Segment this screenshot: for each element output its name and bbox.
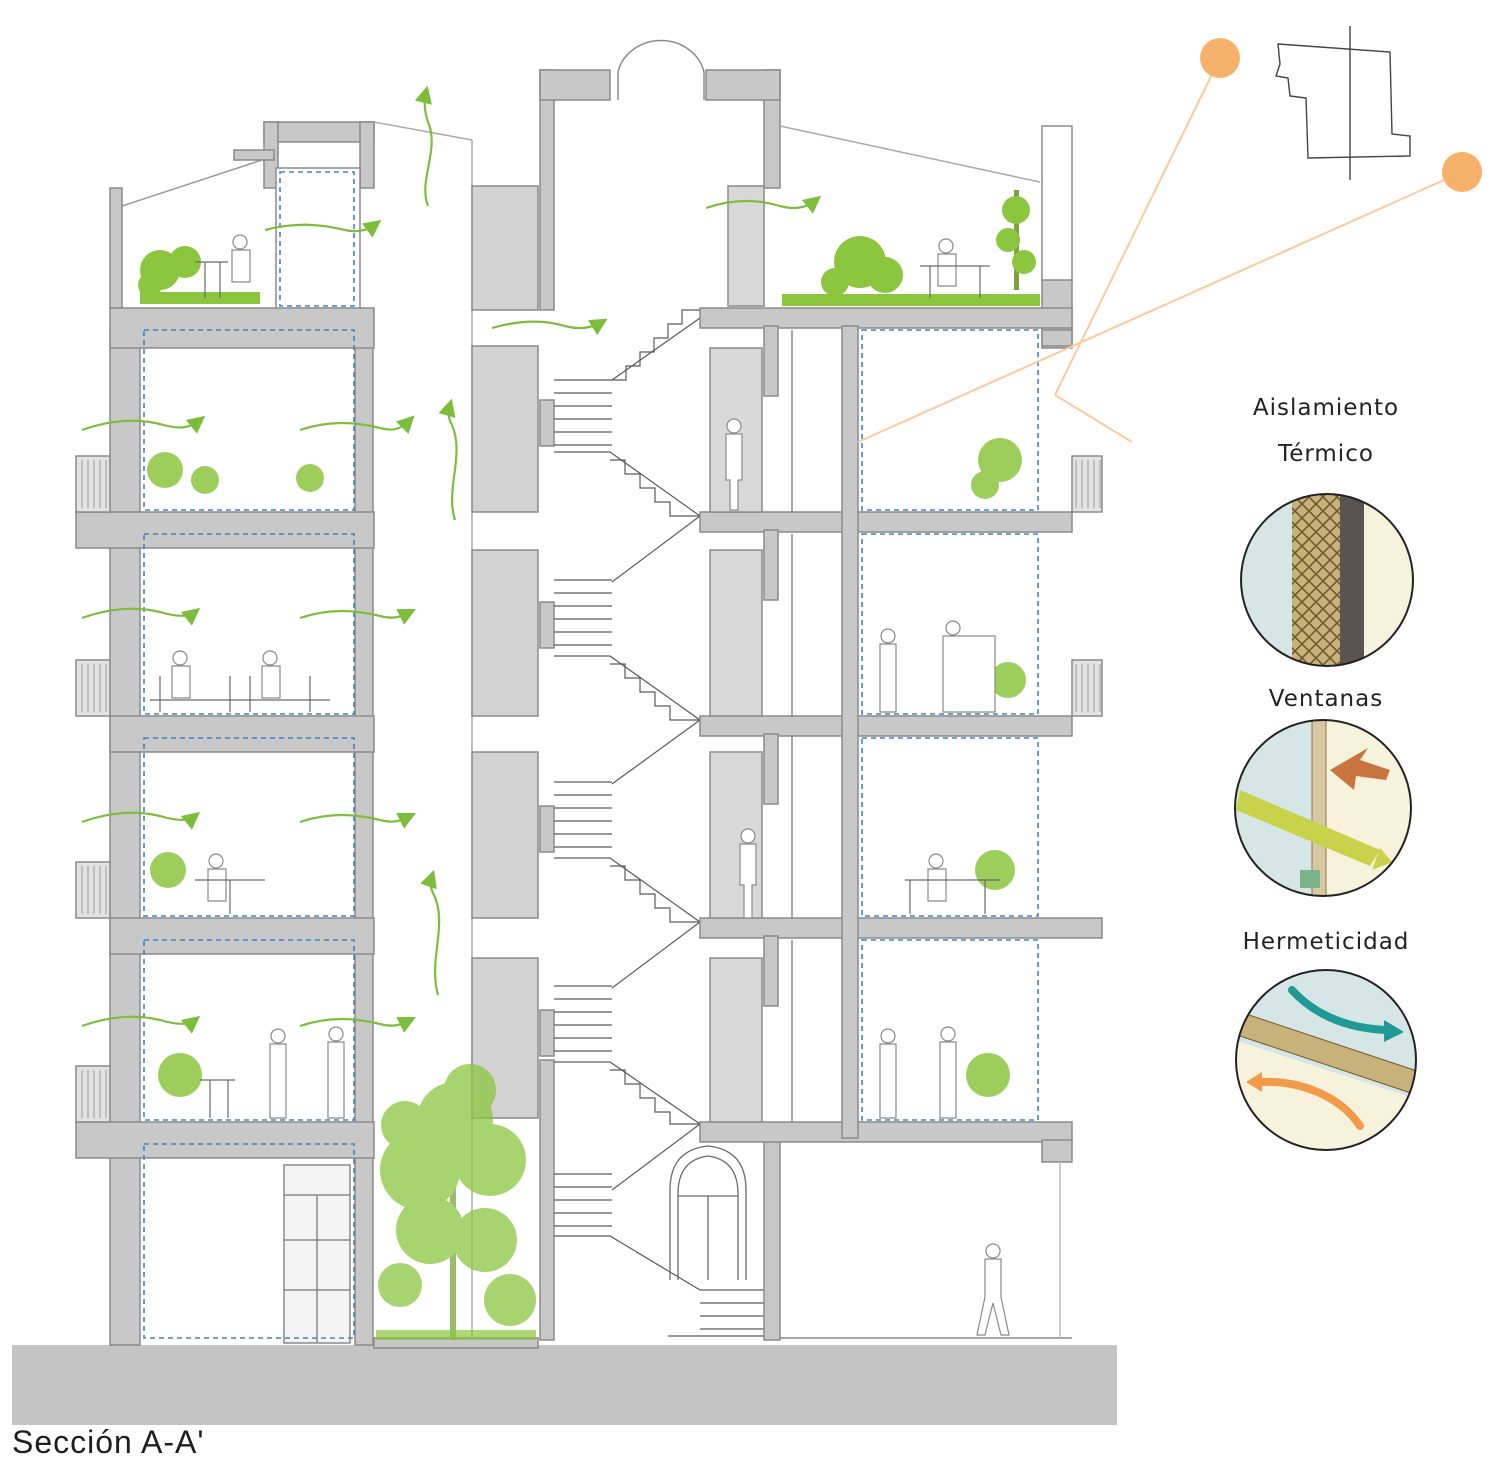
airtightness-detail-icon: [1235, 969, 1417, 1151]
insulation-lines-left: [143, 171, 355, 1339]
sun-icon: [857, 38, 1482, 443]
insulation-detail-icon: [1240, 493, 1414, 667]
legend-line: Térmico: [1278, 441, 1374, 467]
legend-line: Hermeticidad: [1242, 929, 1410, 955]
arched-door: [669, 1145, 747, 1280]
legend-label-windows: Ventanas: [1196, 676, 1456, 722]
airflow-arrows: [81, 85, 822, 1034]
right-block: [699, 125, 1103, 1341]
legend-line: Aislamiento: [1252, 395, 1400, 421]
legend-line: Ventanas: [1268, 686, 1384, 712]
legend-label-insulation: Aislamiento Térmico: [1196, 385, 1456, 477]
site-plan-icon: [1275, 26, 1411, 180]
courtyard-tree: [378, 1064, 536, 1340]
section-title: Sección A-A': [12, 1424, 205, 1460]
left-block: [75, 121, 375, 1346]
people-silhouettes: [171, 234, 1010, 1336]
indoor-plants: [147, 438, 1026, 1097]
ground-slab: [12, 1345, 1117, 1425]
window-detail-icon: [1234, 719, 1412, 897]
stair-core: [539, 39, 781, 1341]
legend-label-airtightness: Hermeticidad: [1196, 919, 1456, 965]
roof-vegetation: [138, 190, 1040, 306]
insulation-lines-right: [861, 329, 1039, 1121]
